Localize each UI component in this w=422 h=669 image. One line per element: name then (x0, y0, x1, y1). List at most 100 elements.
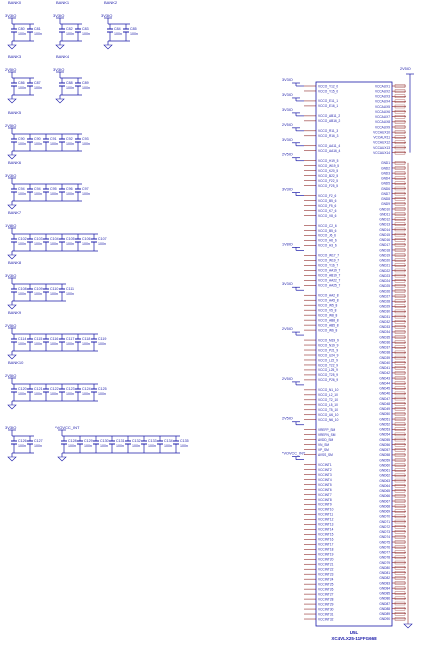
bank-label: BANK3 (8, 54, 22, 59)
ic-pin-name: GND89 (379, 612, 390, 616)
ic-pin-name: VCCINT24 (318, 577, 334, 581)
ic-pin-name: VCCO_H3_6 (318, 244, 337, 248)
power-rail-label: 2V5IO (400, 67, 411, 71)
ic-pin-name: GND80 (379, 566, 390, 570)
ic-pin-name: VCCO_Y12_0 (318, 84, 338, 88)
ic-pin-name: GND71 (379, 520, 390, 524)
bank-label: BANK0 (8, 0, 22, 5)
cap-ref: C125 (98, 387, 107, 391)
power-rail-label: 3V3IO (101, 13, 112, 18)
cap-ref: C111 (66, 287, 74, 291)
power-rail-label: 3V3IO (282, 78, 293, 82)
ic-pin-name: VCCAUX12 (373, 141, 390, 145)
cap-ref: C116 (50, 337, 58, 341)
ic-pin-name: VCCO_W5_8 (318, 303, 338, 307)
ic-part-number: XC4VLX25-11FFG668 (331, 636, 377, 641)
pin-number-box (394, 140, 406, 145)
cap-value: 100n (82, 32, 90, 36)
ic-pin-name: GND57 (379, 448, 390, 452)
cap-ref: C81 (34, 27, 41, 31)
ic-pin-name: GND58 (379, 453, 390, 457)
ic-pin-name: VCCAUX6 (375, 110, 390, 114)
ic-pin-name: GND26 (379, 289, 390, 293)
ic-pin-name: GND48 (379, 402, 390, 406)
cap-ref: C133 (148, 439, 157, 443)
cap-value: 100n (50, 292, 58, 296)
cap-value: 100n (18, 292, 26, 296)
ic-pin-name: VCCO_L5_10 (318, 403, 338, 407)
cap-value: 100n (82, 142, 90, 146)
cap-ref: C87 (34, 81, 41, 85)
pin-number-box (394, 202, 406, 206)
ic-power-rail: 2V5IO (282, 417, 304, 426)
pin-number-box (394, 150, 406, 155)
power-rail-label: 3V3IO (282, 282, 293, 286)
ic-pin-name: VCCO_Y16_7 (318, 264, 338, 268)
ic-pin-name: VCCAUX8 (375, 120, 390, 124)
cap-ref: C121 (34, 387, 43, 391)
ic-pin-name: VCCINT7 (318, 493, 332, 497)
cap-ref: C108 (18, 287, 27, 291)
ic-pin-name: VCCO_B5_6 (318, 199, 337, 203)
power-rail-label: 2V5IO (5, 67, 16, 72)
ic-pin-name: VCCINT1 (318, 463, 332, 467)
ic-pin-name: VCCO_H19_5 (318, 159, 339, 163)
cap-ref: C115 (34, 337, 42, 341)
cap-ref: C95 (50, 187, 57, 191)
bank-label: BANK7 (8, 210, 22, 215)
ic-pin-name: VCCO_E11_1 (318, 99, 338, 103)
ic-pin-name: VCCINT9 (318, 503, 332, 507)
ic-pin-name: VCCINT22 (318, 568, 334, 572)
ic-power-rail: 3V3IO (282, 78, 304, 87)
ic-pin-name: VCCAUX7 (375, 115, 390, 119)
cap-ref: C131 (116, 439, 125, 443)
ic-pin-name: VCCINT6 (318, 488, 332, 492)
ic-pin-name: GND59 (379, 458, 390, 462)
ic-pin-name: GND32 (379, 320, 390, 324)
cap-value: 100n (130, 32, 138, 36)
ic-pin-name: VCCAUX10 (373, 130, 390, 134)
cap-ref: C130 (100, 439, 109, 443)
fpga-symbol: VCCO_Y12_0VCCO_Y15_0VCCO_E11_1VCCO_E16_1… (282, 67, 414, 641)
pin-number-box (394, 207, 406, 211)
cap-ref: C132 (132, 439, 141, 443)
ic-pin-name: GND27 (379, 294, 390, 298)
ic-pin-name: VCCO_Y15_0 (318, 89, 338, 93)
pin-number-box (394, 386, 406, 390)
pin-number-box (394, 596, 406, 601)
pin-number-box (394, 125, 406, 129)
cap-value: 100n (34, 32, 42, 36)
pin-number-box (394, 355, 406, 360)
ic-pin-name: VCCAUX5 (375, 105, 390, 109)
ic-pin-name: VCCO_AA2_8 (318, 294, 339, 298)
pin-number-box (394, 422, 406, 426)
ic-pin-name: VCCO_AB16_2 (318, 119, 341, 123)
pin-number-box (394, 350, 406, 355)
ic-pin-name: GND2 (381, 166, 390, 170)
ic-pin-name: VCCO_H6_6 (318, 239, 337, 243)
ic-power-rail: 3V3IO (282, 93, 304, 102)
ic-pin-name: GND1 (381, 161, 390, 165)
ic-pin-name: VCCO_AB19_7 (318, 274, 341, 278)
cap-ref: C117 (66, 337, 74, 341)
cap-ref: C109 (34, 287, 43, 291)
power-rail-label: 2V5IO (282, 417, 293, 421)
pin-number-box (394, 591, 406, 595)
cap-value: 100n (66, 86, 74, 90)
cap-ref: C129 (84, 439, 93, 443)
ic-pin-name: GND35 (379, 335, 390, 339)
